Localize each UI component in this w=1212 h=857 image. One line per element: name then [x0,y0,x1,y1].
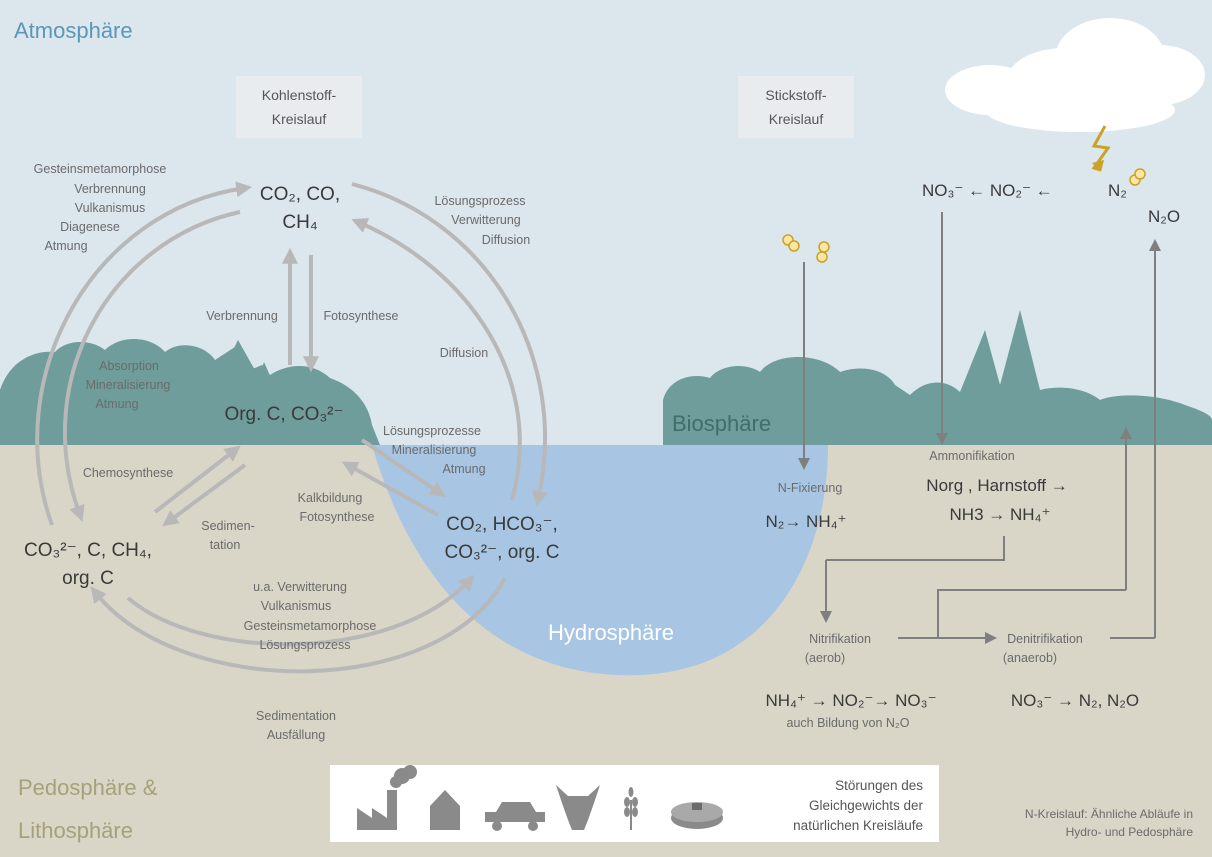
water-body [372,445,828,676]
disturbance-icons [357,765,723,831]
nitrogen-footnote-line1: N-Kreislauf: Ähnliche Abläufe in [1025,807,1193,821]
hydro-litho-label-line2: Ausfällung [267,728,325,742]
lightning-tip-icon [1092,160,1104,172]
carbon-atmo-pool-line2: CH₄ [282,212,317,233]
outer-right-processes: Lösungsprozess Verwitterung Diffusion [434,194,530,247]
denitri-formula: NO₃⁻ → N₂, N₂O [1011,691,1139,710]
calc-label-line1: Kalkbildung [298,491,363,505]
factory-icon [357,765,417,830]
process-label: Vulkanismus [261,599,331,613]
litho-hydro-processes: u.a. Verwitterung Vulkanismus Gesteinsme… [244,580,377,652]
process-label: Verwitterung [451,213,521,227]
process-label: Atmung [95,397,138,411]
vegetation-left [0,338,380,445]
process-label: Gesteinsmetamorphose [34,162,167,176]
house-icon [430,790,460,830]
process-label: Absorption [99,359,159,373]
nitrogen-arrows [798,212,1161,644]
process-label: Diagenese [60,220,120,234]
nitrogen-n2o: N₂O [1148,207,1180,226]
ammon-formula-line1: Norg , Harnstoff → [926,476,1067,495]
cloud-icon [945,18,1205,132]
pedosphere-label-line1: Pedosphäre & [18,775,158,800]
nitri-note: auch Bildung von N₂O [787,716,910,730]
process-label: Lösungsprozess [259,638,350,652]
lightning-icon [1091,125,1111,172]
nitrification-label-line2: (aerob) [805,651,845,665]
chemosynthesis-label: Chemosynthese [83,466,173,480]
cow-icon [556,785,600,830]
sedimentation-label-line1: Sedimen- [201,519,255,533]
ammonification-label: Ammonifikation [929,449,1014,463]
process-label: Verbrennung [74,182,146,196]
carbon-litho-pool-line1: CO₃²⁻, C, CH₄, [24,540,152,561]
disturbance-line1: Störungen des [835,778,923,793]
photosynthesis-label: Fotosynthese [323,309,398,323]
pedosphere-label-line2: Lithosphäre [18,818,133,843]
carbon-litho-pool-line2: org. C [62,568,114,589]
carbon-title-line1: Kohlenstoff- [262,87,337,103]
process-label: Vulkanismus [75,201,145,215]
nitri-formula: NH₄⁺ → NO₂⁻→ NO₃⁻ [765,691,936,710]
denitrification-label-line1: Denitrifikation [1007,632,1083,646]
disturbance-line2: Gleichgewichts der [809,798,924,813]
nitrogen-atmo-chain: NO₃⁻ ← NO₂⁻ ← [922,181,1053,200]
process-label: Diffusion [482,233,530,247]
process-label: Lösungsprozesse [383,424,481,438]
car-icon [485,802,545,831]
fixation-label: N-Fixierung [778,481,843,495]
nitrogen-title-line1: Stickstoff- [765,87,827,103]
process-label: Lösungsprozess [434,194,525,208]
wheat-icon [624,787,638,830]
process-label: Atmung [442,462,485,476]
bio-hydro-processes: Lösungsprozesse Mineralisierung Atmung [383,424,486,476]
ammon-formula-line2: NH3 → NH₄⁺ [950,505,1051,524]
process-label: Atmung [44,239,87,253]
bio-release-processes: Absorption Mineralisierung Atmung [86,359,171,411]
dish-icon [671,802,723,829]
carbon-title-line2: Kreislauf [272,111,327,127]
disturbance-line3: natürlichen Kreisläufe [793,818,923,833]
burning-label: Verbrennung [206,309,278,323]
nitrogen-n2: N₂ [1108,181,1127,200]
sedimentation-label-line2: tation [210,538,241,552]
nitrogen-footnote-line2: Hydro- und Pedosphäre [1066,825,1194,839]
hydrosphere-label: Hydrosphäre [548,620,674,645]
carbon-bio-pool: Org. C, CO₃²⁻ [224,404,343,425]
nitrification-label-line1: Nitrifikation [809,632,871,646]
fixation-formula: N₂→ NH₄⁺ [765,512,846,531]
denitrification-label-line2: (anaerob) [1003,651,1057,665]
process-label: Mineralisierung [392,443,477,457]
molecule-icon [782,168,1146,263]
biosphere-label: Biosphäre [672,411,771,436]
process-label: u.a. Verwitterung [253,580,347,594]
carbon-title-box [236,76,362,138]
nitrogen-title-line2: Kreislauf [769,111,824,127]
nitrogen-title-box [738,76,854,138]
carbon-arrows [35,181,548,674]
process-label: Mineralisierung [86,378,171,392]
carbon-atmo-pool-line1: CO₂, CO, [260,184,340,205]
process-label: Gesteinsmetamorphose [244,619,377,633]
hydro-litho-label-line1: Sedimentation [256,709,336,723]
vegetation-right [663,310,1212,445]
carbon-hydro-pool-line1: CO₂, HCO₃⁻, [446,514,558,535]
calc-label-line2: Fotosynthese [299,510,374,524]
carbon-hydro-pool-line2: CO₃²⁻, org. C [445,542,560,563]
outer-left-processes: Gesteinsmetamorphose Verbrennung Vulkani… [34,162,167,253]
atmosphere-label: Atmosphäre [14,18,133,43]
diffusion-label: Diffusion [440,346,488,360]
